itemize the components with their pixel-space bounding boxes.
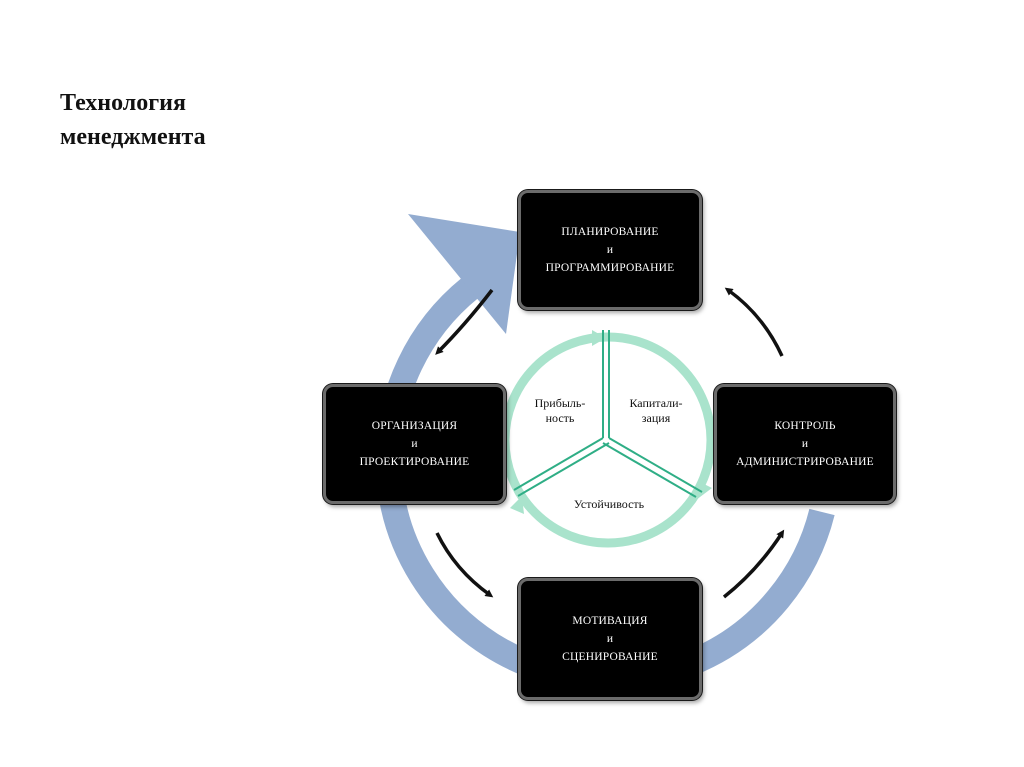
box-motivation-line3: СЦЕНИРОВАНИЕ <box>562 651 658 663</box>
inner-arrowhead-right <box>696 484 712 500</box>
connector-arrows <box>435 287 785 599</box>
box-planning-line3: ПРОГРАММИРОВАНИЕ <box>545 262 675 274</box>
box-organization-line3: ПРОЕКТИРОВАНИЕ <box>359 456 470 468</box>
inner-arrowhead-left <box>510 496 524 514</box>
box-motivation-line2: и <box>606 633 614 645</box>
box-organization: ОРГАНИЗАЦИЯ и ПРОЕКТИРОВАНИЕ <box>323 384 506 504</box>
inner-label-stability: Устойчивость <box>573 497 645 511</box>
slide-title: Технология менеджмента <box>60 86 206 154</box>
arrow-motivation-to-control <box>722 529 785 599</box>
inner-label-capital: Капитали- зация <box>614 396 698 426</box>
box-motivation: МОТИВАЦИЯ и СЦЕНИРОВАНИЕ <box>518 578 702 700</box>
box-control: КОНТРОЛЬ и АДМИНИСТРИРОВАНИЕ <box>714 384 896 504</box>
inner-spokes <box>513 330 703 498</box>
box-planning-line2: и <box>606 244 614 256</box>
title-line-1: Технология <box>60 90 186 116</box>
box-organization-line2: и <box>411 438 418 450</box>
inner-label-capital-line2: зация <box>641 411 671 425</box>
box-planning-line1: ПЛАНИРОВАНИЕ <box>561 226 659 238</box>
inner-label-profit-line2: ность <box>545 411 575 425</box>
box-control-line1: КОНТРОЛЬ <box>774 420 836 432</box>
box-planning: ПЛАНИРОВАНИЕ и ПРОГРАММИРОВАНИЕ <box>518 190 702 310</box>
inner-label-profit: Прибыль- ность <box>520 396 600 426</box>
arrow-planning-to-organization <box>435 288 494 355</box>
box-control-line2: и <box>801 438 809 450</box>
inner-label-capital-line1: Капитали- <box>629 396 683 410</box>
big-arrow-head <box>408 214 520 334</box>
inner-arrowhead-top <box>592 330 606 346</box>
box-organization-line1: ОРГАНИЗАЦИЯ <box>371 420 458 432</box>
box-control-line3: АДМИНИСТРИРОВАНИЕ <box>736 456 874 468</box>
inner-label-profit-line1: Прибыль- <box>534 396 586 410</box>
title-line-2: менеджмента <box>60 124 206 150</box>
box-motivation-line1: МОТИВАЦИЯ <box>572 615 648 627</box>
arrow-organization-to-motivation <box>435 532 494 598</box>
arrow-control-to-planning <box>724 287 784 357</box>
